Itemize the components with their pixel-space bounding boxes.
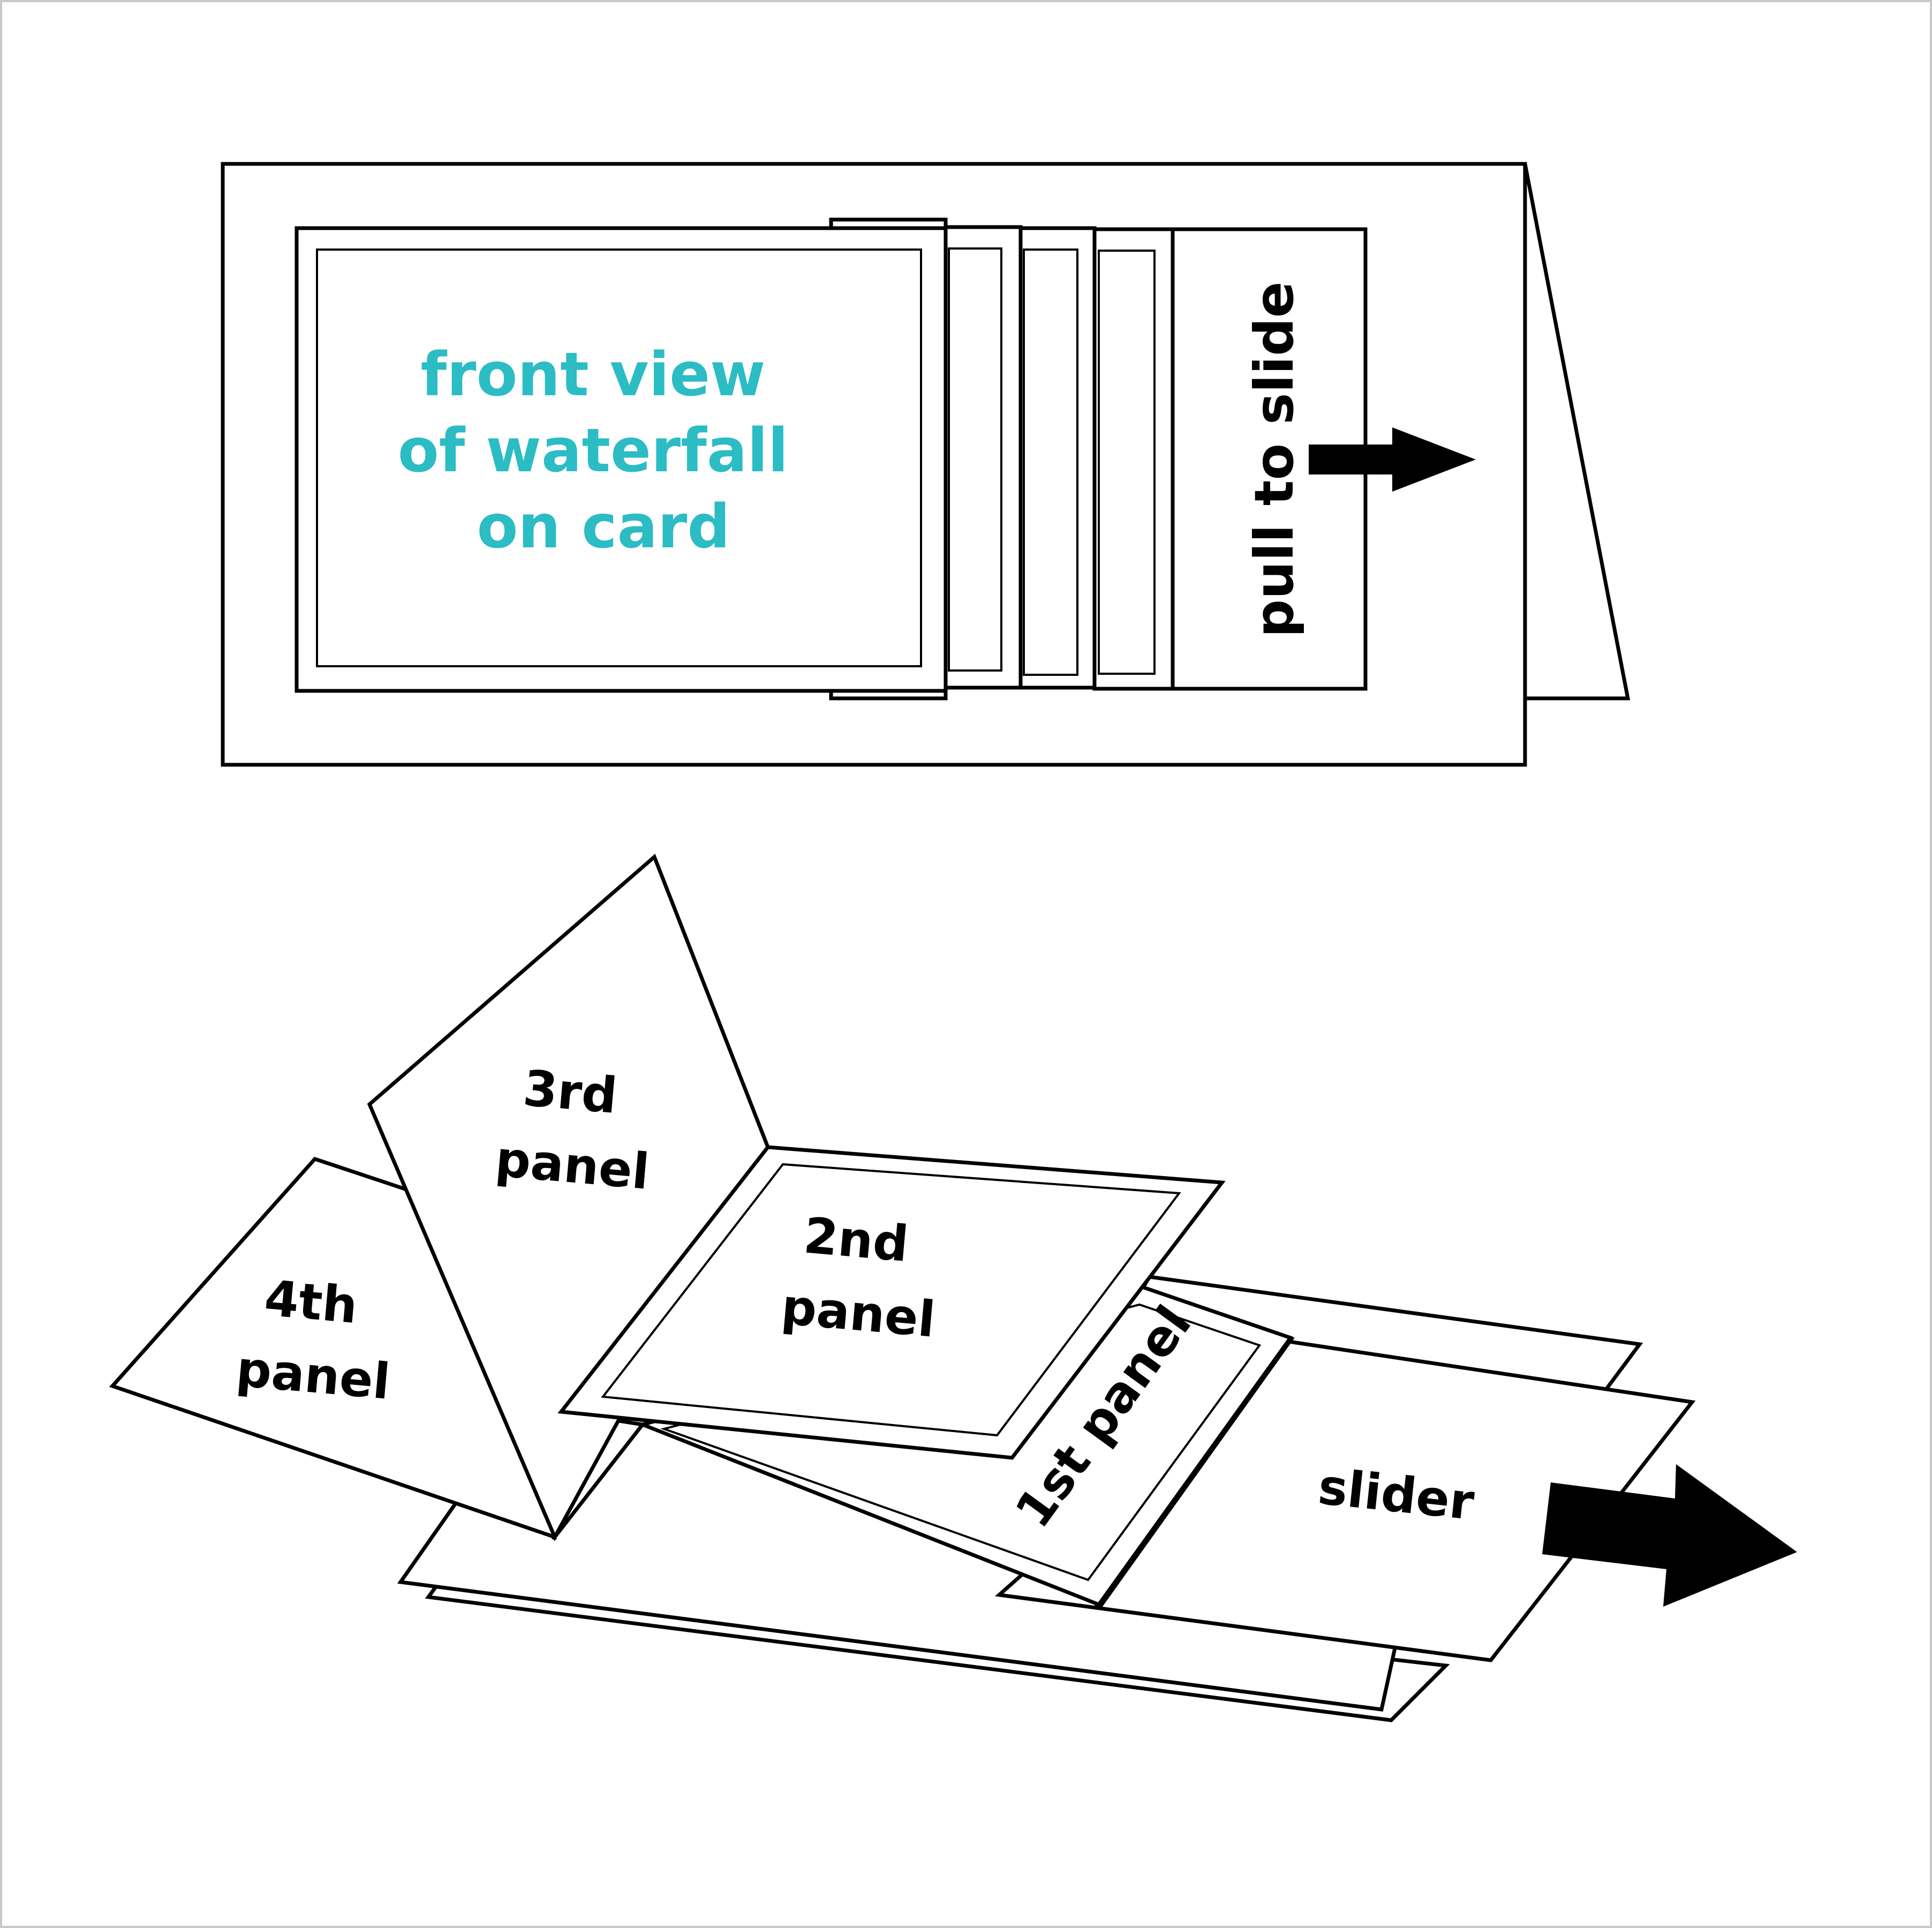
panel-3-label: 3rd panel: [493, 1058, 658, 1201]
slider-arrow-icon: [1542, 1464, 1797, 1607]
panel-3-label-line-1: 3rd: [521, 1059, 620, 1125]
panel-4-label-line-1: 4th: [262, 1269, 360, 1335]
front-panel-2-inner: [948, 247, 1002, 672]
panel-2-inner: [601, 1163, 1181, 1437]
panel-4-label-line-2: panel: [234, 1340, 393, 1411]
panel-2: [557, 1145, 1226, 1460]
front-view: front view of waterfall on card pull to …: [221, 162, 1631, 767]
caption-line-1: front view: [421, 340, 766, 410]
panel-2-label-line-2: panel: [779, 1278, 938, 1349]
exploded-view: 4th panel 3rd panel 2nd panel 1st panel …: [109, 854, 1797, 1722]
front-panel-2: [944, 225, 1023, 690]
front-panel-3-inner: [1023, 248, 1078, 676]
pull-arrow-icon: [1309, 427, 1476, 492]
front-panel-4-inner: [1098, 250, 1156, 675]
front-panel-1-inner: [316, 248, 922, 667]
panel-3-label-line-2: panel: [493, 1130, 652, 1201]
pull-to-slide-label: pull to slide: [1243, 282, 1305, 638]
front-panel-4: [1092, 227, 1175, 691]
front-panel-3: [1018, 226, 1097, 690]
front-view-caption: front view of waterfall on card: [398, 340, 810, 562]
panel-4-label: 4th panel: [234, 1268, 398, 1411]
panel-2-label: 2nd panel: [779, 1206, 944, 1349]
caption-line-2: of waterfall: [398, 416, 789, 486]
caption-line-3: on card: [477, 492, 730, 562]
front-panel-1: [295, 226, 948, 693]
panel-2-label-line-1: 2nd: [802, 1207, 911, 1273]
